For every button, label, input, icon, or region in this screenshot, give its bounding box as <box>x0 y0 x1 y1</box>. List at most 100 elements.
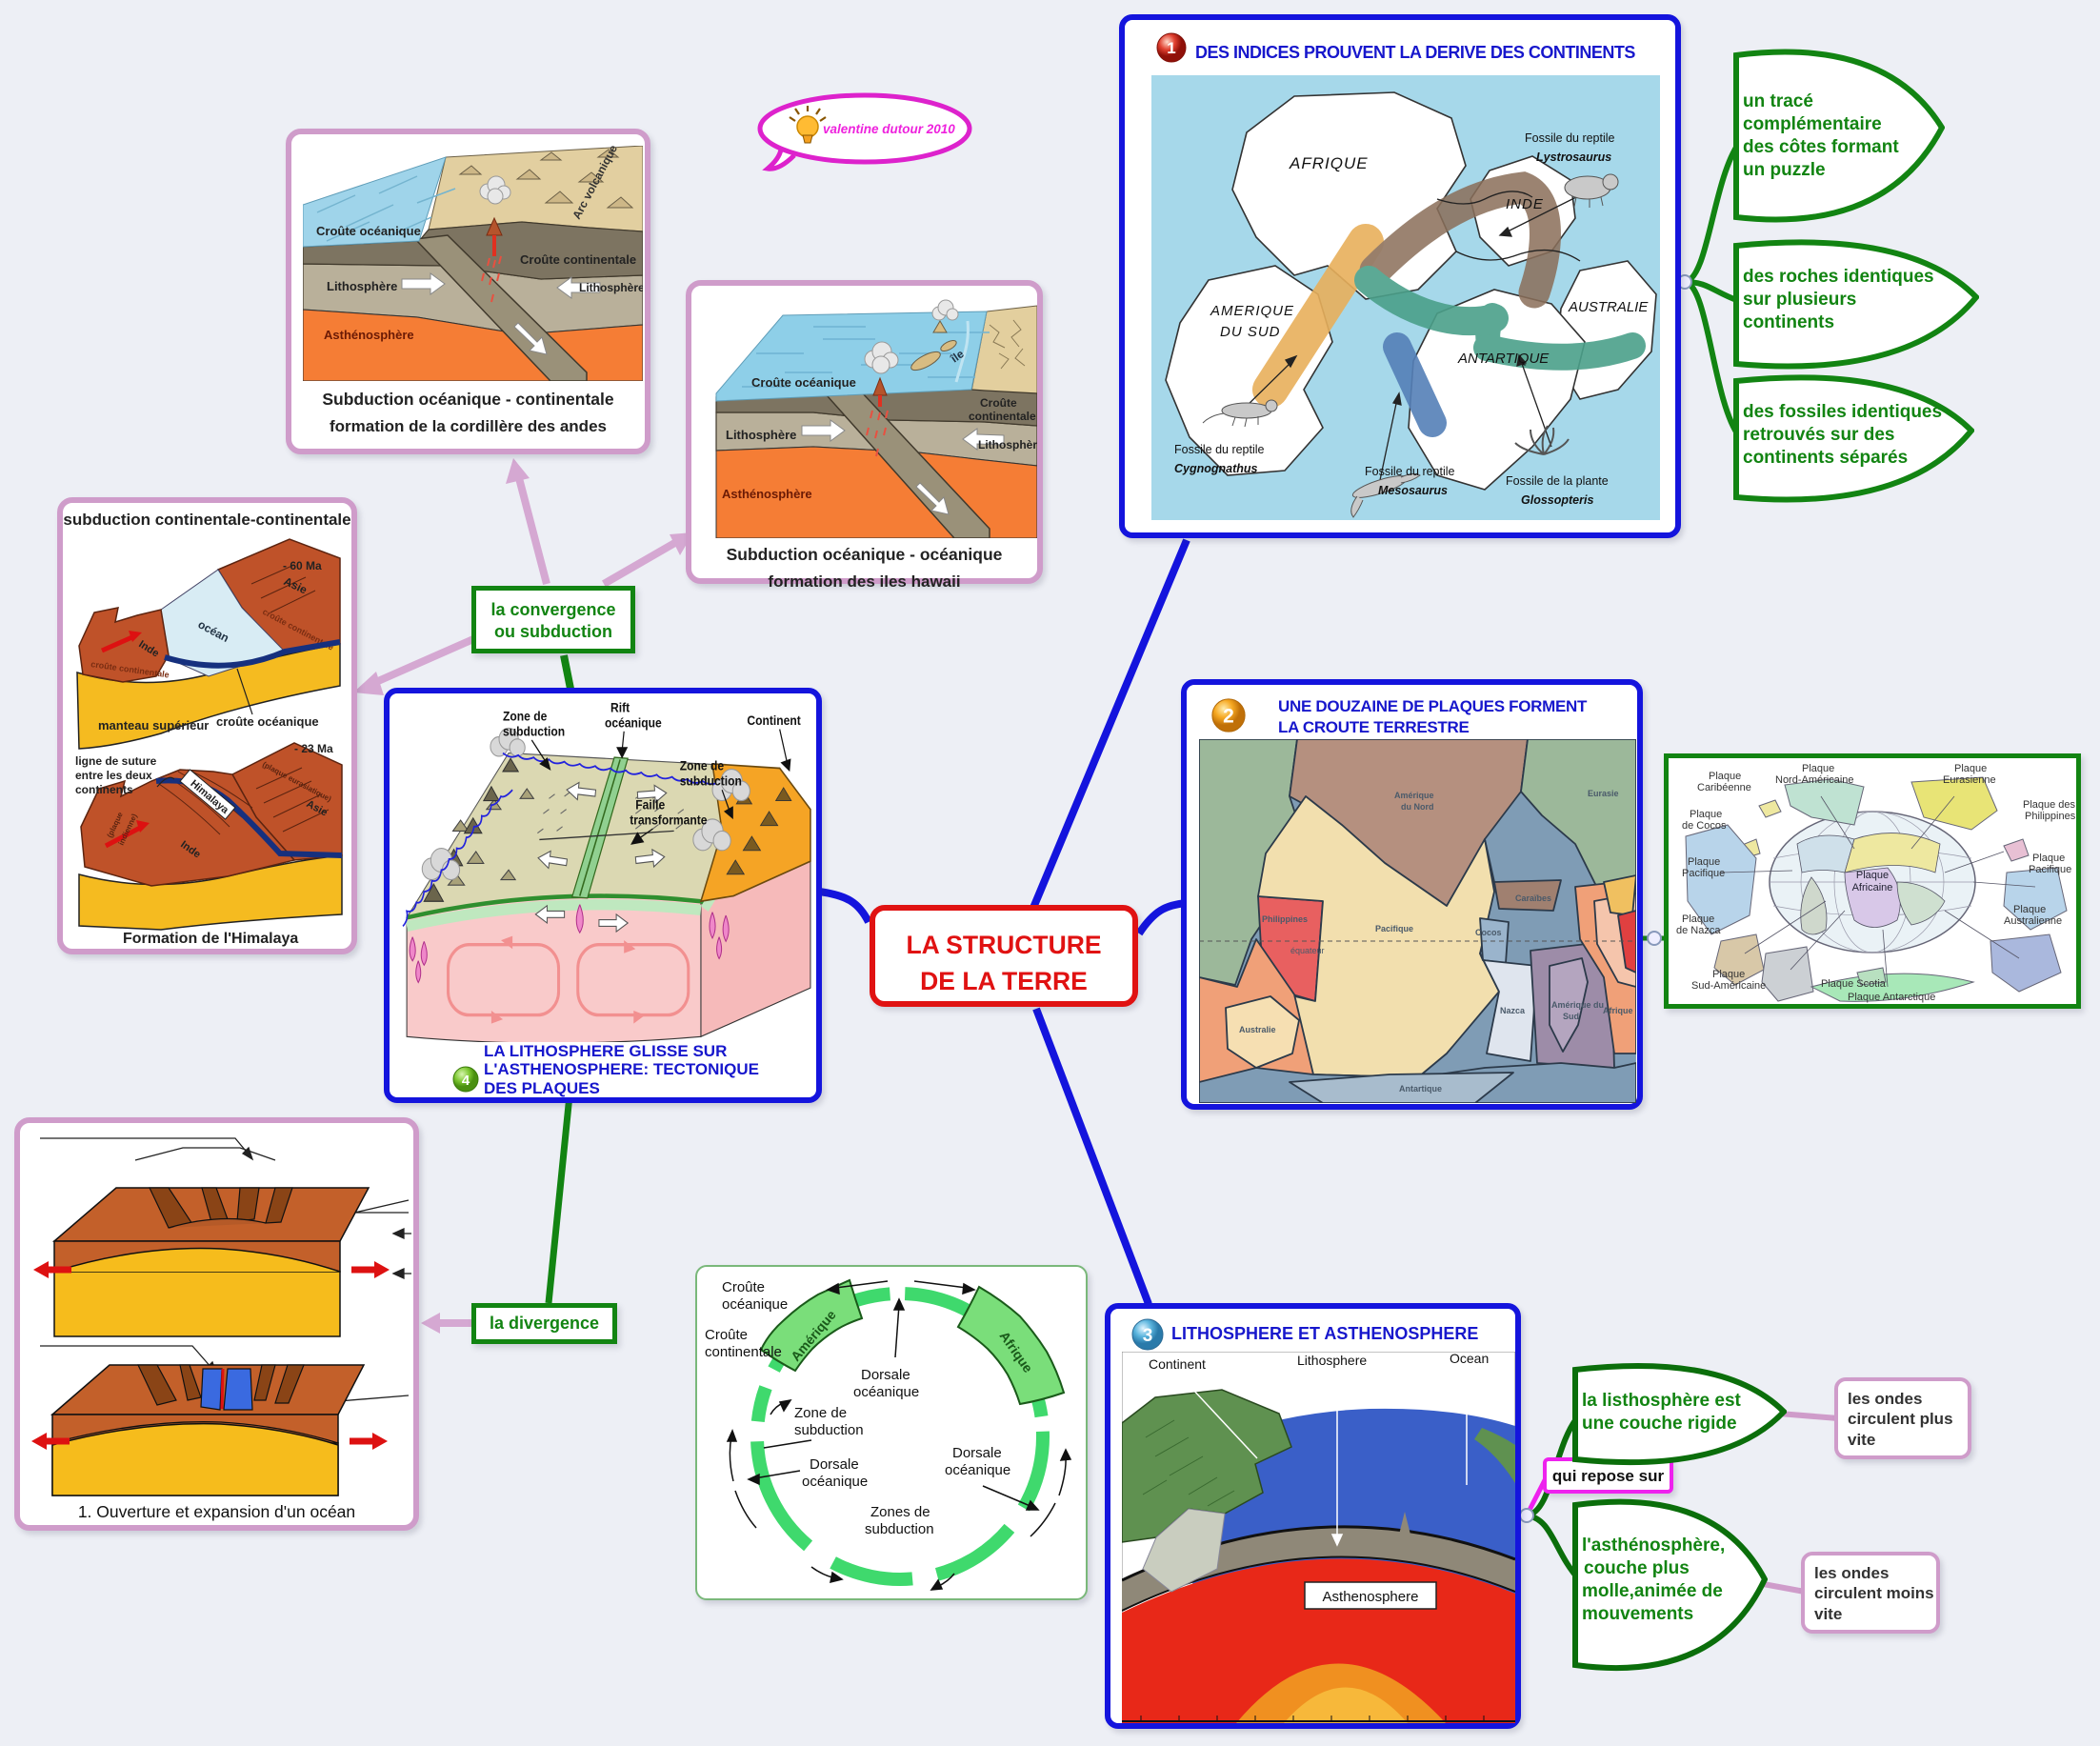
svg-text:la listhosphère est: la listhosphère est <box>1582 1391 1742 1411</box>
svg-text:subduction: subduction <box>794 1422 864 1438</box>
svg-text:Plaque: Plaque <box>2013 904 2046 915</box>
svg-text:océanique: océanique <box>605 715 662 731</box>
svg-text:Croûte: Croûte <box>980 396 1017 410</box>
svg-text:Caraïbes: Caraïbes <box>1515 893 1551 903</box>
svg-text:Australienne: Australienne <box>2004 915 2062 927</box>
svg-text:valentine dutour 2010: valentine dutour 2010 <box>823 122 955 136</box>
svg-text:croûte océanique: croûte océanique <box>216 714 319 729</box>
svg-text:continents: continents <box>75 783 133 796</box>
svg-text:Asthenosphere: Asthenosphere <box>1323 1589 1419 1605</box>
svg-text:Lithosphère: Lithosphère <box>726 428 796 442</box>
svg-text:Asthénosphère: Asthénosphère <box>324 328 414 342</box>
svg-text:manteau supérieur: manteau supérieur <box>98 718 209 733</box>
svg-text:Plaque: Plaque <box>1690 809 1722 820</box>
svg-text:Zone de: Zone de <box>680 758 724 773</box>
svg-text:une couche rigide: une couche rigide <box>1582 1414 1737 1434</box>
svg-text:2: 2 <box>1223 706 1234 728</box>
svg-text:INDE: INDE <box>1506 196 1544 212</box>
svg-text:Fossile du reptile: Fossile du reptile <box>1174 443 1265 456</box>
svg-text:1: 1 <box>1167 39 1175 57</box>
svg-text:subduction: subduction <box>865 1521 934 1537</box>
svg-text:Eurasienne: Eurasienne <box>1943 774 1996 786</box>
svg-text:Amérique: Amérique <box>1394 791 1434 800</box>
svg-text:Philippines: Philippines <box>1262 914 1308 924</box>
svg-text:Plaque Scotia: Plaque Scotia <box>1821 978 1887 990</box>
svg-text:entre les deux: entre les deux <box>75 769 152 782</box>
svg-text:Afrique: Afrique <box>1603 1006 1633 1015</box>
svg-text:du Nord: du Nord <box>1401 802 1434 812</box>
svg-text:océanique: océanique <box>802 1474 868 1490</box>
svg-text:Fossile du reptile: Fossile du reptile <box>1525 131 1615 145</box>
svg-text:AMERIQUE: AMERIQUE <box>1210 303 1294 319</box>
svg-text:Plaque: Plaque <box>1709 771 1741 782</box>
svg-text:- 23 Ma: - 23 Ma <box>294 742 333 755</box>
svg-text:subduction: subduction <box>503 724 565 739</box>
svg-text:4: 4 <box>462 1073 470 1089</box>
svg-text:continentale: continentale <box>705 1344 782 1360</box>
svg-text:couche plus: couche plus <box>1584 1558 1690 1578</box>
svg-text:AFRIQUE: AFRIQUE <box>1289 154 1369 172</box>
svg-text:Plaque: Plaque <box>1682 913 1714 925</box>
svg-text:Zone de: Zone de <box>503 709 547 724</box>
svg-text:Cygnognathus: Cygnognathus <box>1174 462 1258 475</box>
svg-text:Fossile du reptile: Fossile du reptile <box>1365 465 1455 478</box>
svg-text:continents: continents <box>1743 312 1834 332</box>
svg-text:mouvements: mouvements <box>1582 1604 1693 1624</box>
svg-text:Croûte: Croûte <box>722 1279 765 1295</box>
svg-text:ligne de suture: ligne de suture <box>75 754 157 768</box>
svg-text:Australie: Australie <box>1239 1025 1276 1034</box>
svg-text:Lithosphère: Lithosphère <box>579 281 643 294</box>
svg-text:Africaine: Africaine <box>1852 882 1893 893</box>
svg-text:Glossopteris: Glossopteris <box>1521 493 1593 507</box>
svg-text:île: île <box>948 347 967 366</box>
svg-text:Nord-Américaine: Nord-Américaine <box>1775 774 1854 786</box>
svg-text:retrouvés sur des: retrouvés sur des <box>1743 425 1894 445</box>
svg-text:Eurasie: Eurasie <box>1588 789 1619 798</box>
svg-text:Continent: Continent <box>1149 1356 1206 1372</box>
svg-text:complémentaire: complémentaire <box>1743 114 1882 134</box>
svg-text:- 60 Ma: - 60 Ma <box>283 559 322 572</box>
svg-text:Formation de l'Himalaya: Formation de l'Himalaya <box>123 931 298 947</box>
svg-text:Lithosphère: Lithosphère <box>978 438 1037 452</box>
svg-text:Dorsale: Dorsale <box>810 1456 859 1473</box>
svg-text:3: 3 <box>1143 1326 1153 1346</box>
svg-text:Zone de: Zone de <box>794 1405 847 1421</box>
svg-text:Plaque: Plaque <box>1688 856 1720 868</box>
svg-text:continents séparés: continents séparés <box>1743 448 1908 468</box>
svg-text:Plaque: Plaque <box>1802 763 1834 774</box>
svg-text:équateur: équateur <box>1290 946 1325 955</box>
svg-text:Croûte océanique: Croûte océanique <box>751 375 856 390</box>
svg-text:Sud: Sud <box>1563 1012 1579 1021</box>
svg-text:Plaque Antarctique: Plaque Antarctique <box>1848 992 1935 1003</box>
svg-text:Lithosphere: Lithosphere <box>1297 1353 1367 1368</box>
svg-text:de Cocos: de Cocos <box>1682 820 1727 832</box>
svg-text:océanique: océanique <box>853 1384 919 1400</box>
svg-text:des côtes formant: des côtes formant <box>1743 137 1899 157</box>
svg-text:Caribéenne: Caribéenne <box>1697 782 1751 793</box>
svg-text:Philippines: Philippines <box>2025 811 2076 822</box>
svg-text:AUSTRALIE: AUSTRALIE <box>1568 299 1649 315</box>
svg-text:Plaque: Plaque <box>1954 763 1987 774</box>
svg-text:Fossile de la plante: Fossile de la plante <box>1506 474 1609 488</box>
svg-text:Zones de: Zones de <box>870 1504 930 1520</box>
svg-text:Amérique du: Amérique du <box>1551 1000 1604 1010</box>
svg-text:Ocean: Ocean <box>1450 1352 1489 1366</box>
svg-text:molle,animée de: molle,animée de <box>1582 1581 1723 1601</box>
svg-text:Asthénosphère: Asthénosphère <box>722 487 812 501</box>
svg-text:Pacifique: Pacifique <box>1682 868 1725 879</box>
svg-text:océanique: océanique <box>722 1296 788 1313</box>
svg-text:Rift: Rift <box>610 701 630 715</box>
svg-text:Lithosphère: Lithosphère <box>327 279 397 293</box>
svg-text:Mesosaurus: Mesosaurus <box>1378 484 1448 497</box>
svg-text:l'asthénosphère,: l'asthénosphère, <box>1582 1535 1725 1555</box>
svg-text:Continent: Continent <box>747 712 801 728</box>
svg-text:Nazca: Nazca <box>1500 1006 1526 1015</box>
svg-text:un tracé: un tracé <box>1743 91 1813 111</box>
svg-text:Plaque: Plaque <box>2032 853 2065 864</box>
svg-text:sur plusieurs: sur plusieurs <box>1743 290 1856 310</box>
svg-text:Plaque des: Plaque des <box>2023 799 2076 811</box>
svg-text:Pacifique: Pacifique <box>1375 924 1413 933</box>
svg-text:Dorsale: Dorsale <box>861 1367 910 1383</box>
svg-text:ANTARTIQUE: ANTARTIQUE <box>1457 351 1550 367</box>
svg-text:océanique: océanique <box>945 1462 1010 1478</box>
